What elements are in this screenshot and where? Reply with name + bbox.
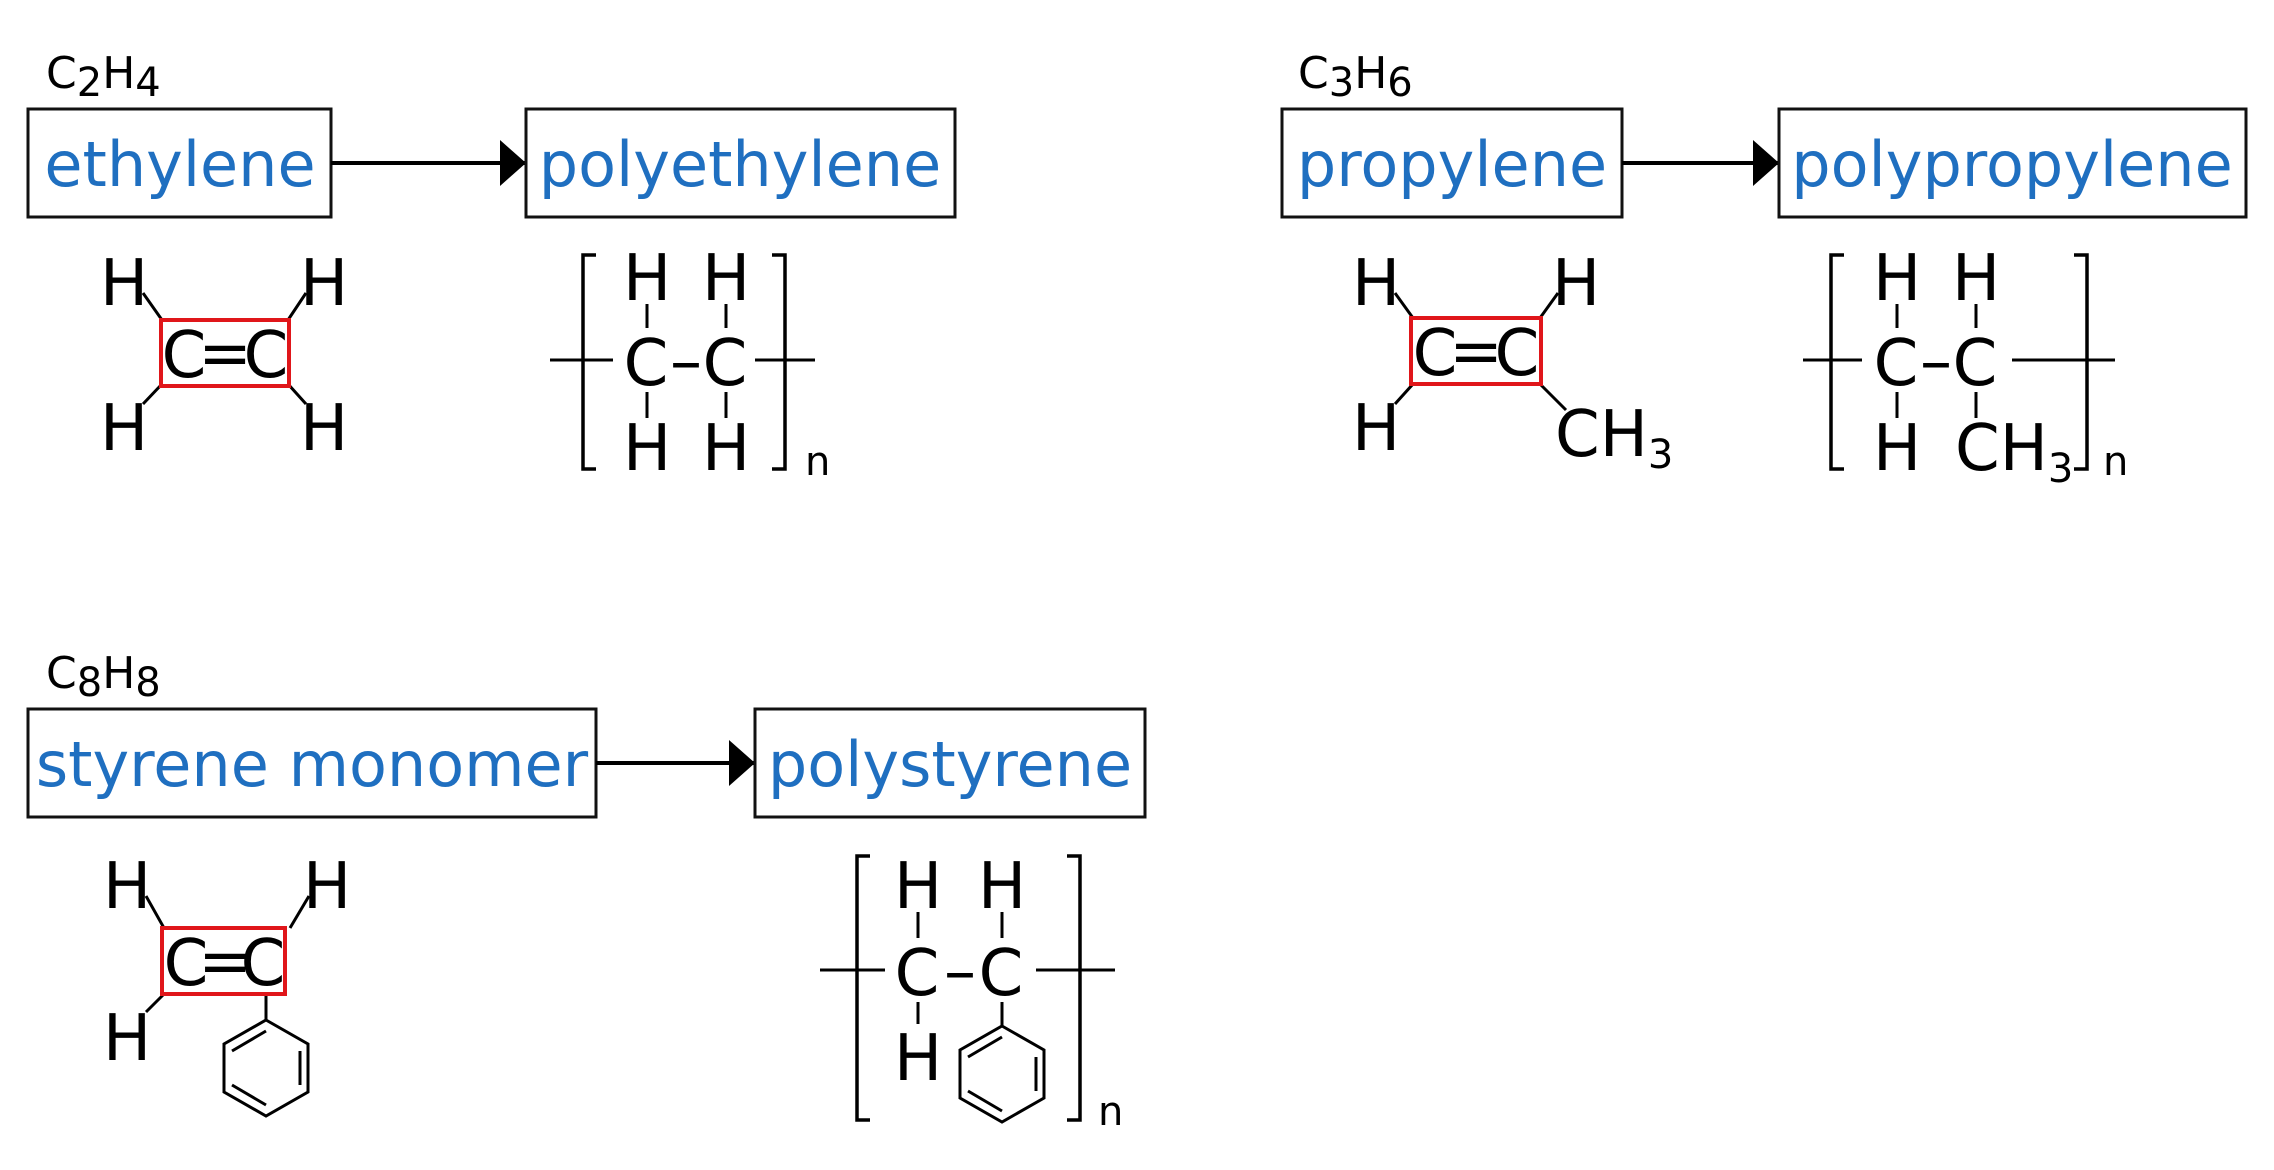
h-atom: H (623, 242, 671, 316)
right-bracket (2074, 253, 2089, 471)
h-atom: H (103, 1002, 151, 1076)
h-atom: H (1952, 242, 2000, 316)
c-atom: C (1413, 317, 1458, 391)
monomer-name-box (26, 707, 598, 819)
reaction-ethylene: C2H4 ethylene polyethylene H H H H C = C (26, 48, 957, 486)
polymer-name: polypropylene (1791, 128, 2232, 201)
c-atom: C (1874, 327, 1919, 401)
c-atom: C (1495, 317, 1540, 391)
propylene-structure: H H H C = C CH3 (1352, 247, 1673, 478)
repeat-count: n (1098, 1089, 1123, 1135)
double-bond-highlight (159, 318, 291, 388)
h-atom: H (1352, 247, 1400, 321)
h-atom: H (100, 392, 148, 466)
h-atom: H (1873, 242, 1921, 316)
single-bond (144, 895, 166, 929)
polymer-name-box (524, 107, 957, 219)
c-atom: C (895, 937, 940, 1011)
monomer-name: ethylene (44, 128, 315, 201)
h-atom: H (894, 1022, 942, 1096)
monomer-name: styrene monomer (36, 728, 589, 801)
polystyrene-structure: H H C – C H n (820, 850, 1123, 1135)
h-atom: H (702, 412, 750, 486)
double-bond: = (198, 317, 252, 391)
polymer-name: polyethylene (539, 128, 941, 201)
c-atom: C (979, 937, 1024, 1011)
monomer-name: propylene (1297, 128, 1607, 201)
polymer-name: polystyrene (768, 728, 1132, 801)
single-bond (144, 992, 166, 1014)
arrow-head (1753, 140, 1779, 186)
single-bond: – (1920, 325, 1952, 399)
c-atom: C (162, 319, 207, 393)
left-bracket (1829, 253, 1844, 471)
left-bracket (855, 854, 870, 1122)
h-atom: H (702, 242, 750, 316)
c-atom: C (164, 927, 209, 1001)
single-bond (141, 292, 164, 321)
repeat-count: n (2103, 439, 2128, 485)
h-atom: H (103, 850, 151, 924)
c-atom: C (624, 327, 669, 401)
h-atom: H (623, 412, 671, 486)
polyethylene-structure: H H C – C H H n (550, 242, 830, 486)
polymer-name-box (753, 707, 1147, 819)
single-bond (1538, 292, 1560, 319)
h-atom: H (894, 850, 942, 924)
h-atom: H (100, 247, 148, 321)
polymer-name-box (1777, 107, 2248, 219)
benzene-ring-icon (958, 1024, 1046, 1124)
single-bond (286, 292, 308, 321)
double-bond: = (198, 925, 252, 999)
c-atom: C (244, 319, 289, 393)
h-atom: H (978, 850, 1026, 924)
ethylene-structure: H H H H C = C (100, 247, 348, 466)
double-bond: = (1449, 315, 1503, 389)
h-atom: H (1873, 412, 1921, 486)
single-bond (1393, 292, 1415, 319)
monomer-formula: C8H8 (46, 648, 161, 706)
single-bond (288, 895, 311, 929)
h-atom: H (303, 850, 351, 924)
reaction-propylene: C3H6 propylene polypropylene H H H C = C… (1280, 48, 2248, 492)
right-bracket (1067, 854, 1082, 1122)
methyl-group: CH3 (1955, 412, 2073, 492)
repeat-count: n (805, 439, 830, 485)
single-bond (141, 382, 164, 406)
monomer-formula: C2H4 (46, 48, 161, 106)
c-atom: C (703, 327, 748, 401)
c-atom: C (1953, 327, 1998, 401)
arrow-head (729, 740, 755, 786)
single-bond: – (944, 935, 976, 1009)
polypropylene-structure: H H C – C H CH3 n (1803, 242, 2128, 492)
double-bond-highlight (1409, 316, 1543, 386)
single-bond (1393, 382, 1415, 406)
double-bond-highlight (160, 926, 287, 996)
single-bond: – (670, 325, 702, 399)
h-atom: H (1552, 247, 1600, 321)
methyl-group: CH3 (1555, 398, 1673, 478)
c-atom: C (241, 927, 286, 1001)
monomer-formula: C3H6 (1298, 48, 1413, 106)
styrene-structure: H H H C = C (103, 850, 351, 1118)
arrow-head (500, 140, 526, 186)
h-atom: H (300, 247, 348, 321)
left-bracket (581, 253, 596, 471)
h-atom: H (300, 392, 348, 466)
single-bond (1538, 382, 1568, 412)
benzene-ring-icon (222, 1018, 310, 1118)
monomer-name-box (26, 107, 333, 219)
reaction-styrene: C8H8 styrene monomer polystyrene H H H C… (26, 648, 1147, 1135)
right-bracket (772, 253, 787, 471)
h-atom: H (1352, 392, 1400, 466)
